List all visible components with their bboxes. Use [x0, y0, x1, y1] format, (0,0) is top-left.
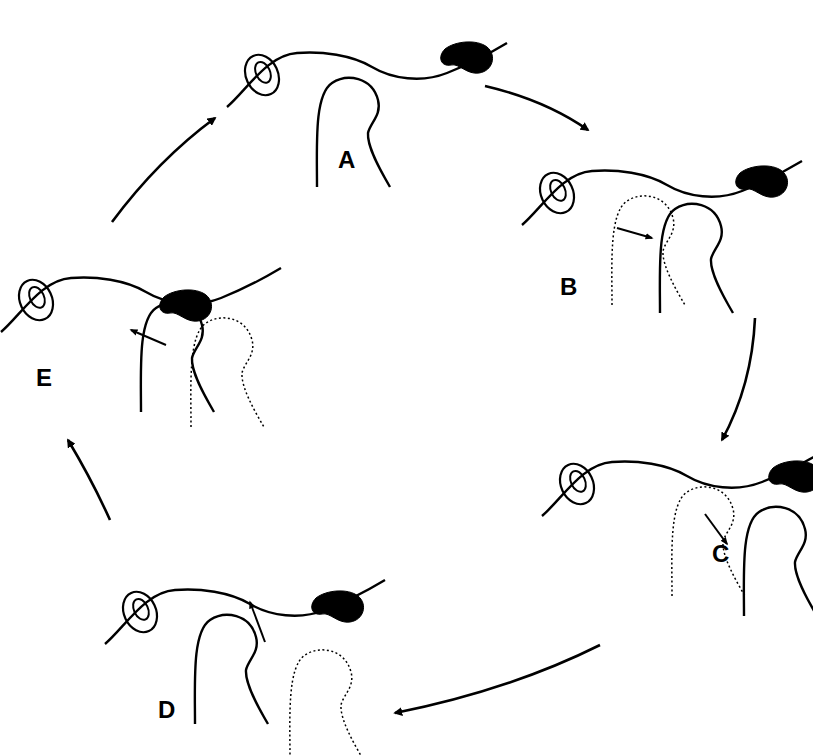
ear-canal: [117, 586, 164, 638]
panel-letter: B: [560, 275, 577, 299]
articular-disc: [441, 42, 493, 73]
motion-arrow: [131, 330, 166, 345]
joint-panel: [227, 42, 507, 187]
ear-canal: [13, 274, 60, 326]
ear-canal: [534, 167, 581, 219]
joint-panel: [105, 580, 385, 756]
previous-condyle: [672, 487, 745, 596]
temporal-bone: [105, 580, 385, 644]
joint-panel: [522, 161, 802, 313]
ear-canal: [554, 458, 601, 510]
motion-arrow: [705, 514, 727, 544]
cycle-arrow: [112, 118, 215, 222]
motion-arrow: [617, 228, 652, 238]
articular-disc: [769, 461, 813, 492]
previous-condyle: [290, 650, 363, 756]
joint-panel: [542, 452, 813, 616]
condyle: [195, 615, 268, 724]
motion-arrow: [250, 602, 265, 642]
temporal-bone: [522, 161, 802, 225]
joint-panel: [1, 268, 281, 427]
panel-letter: C: [712, 542, 729, 566]
cycle-arrow: [395, 645, 600, 713]
cycle-arrow: [68, 440, 110, 520]
articular-disc: [736, 166, 788, 197]
panel-letter: E: [36, 366, 52, 390]
previous-condyle: [612, 196, 685, 305]
ear-canal: [239, 49, 286, 101]
articular-disc: [160, 290, 212, 321]
cycle-arrow: [722, 318, 755, 440]
condyle: [660, 204, 733, 313]
panel-letter: D: [158, 698, 175, 722]
articular-disc: [312, 591, 364, 622]
cycle-arrow: [485, 86, 588, 130]
condyle: [744, 507, 813, 616]
condyle: [317, 78, 390, 187]
panel-letter: A: [338, 148, 355, 172]
temporal-bone: [1, 268, 281, 332]
